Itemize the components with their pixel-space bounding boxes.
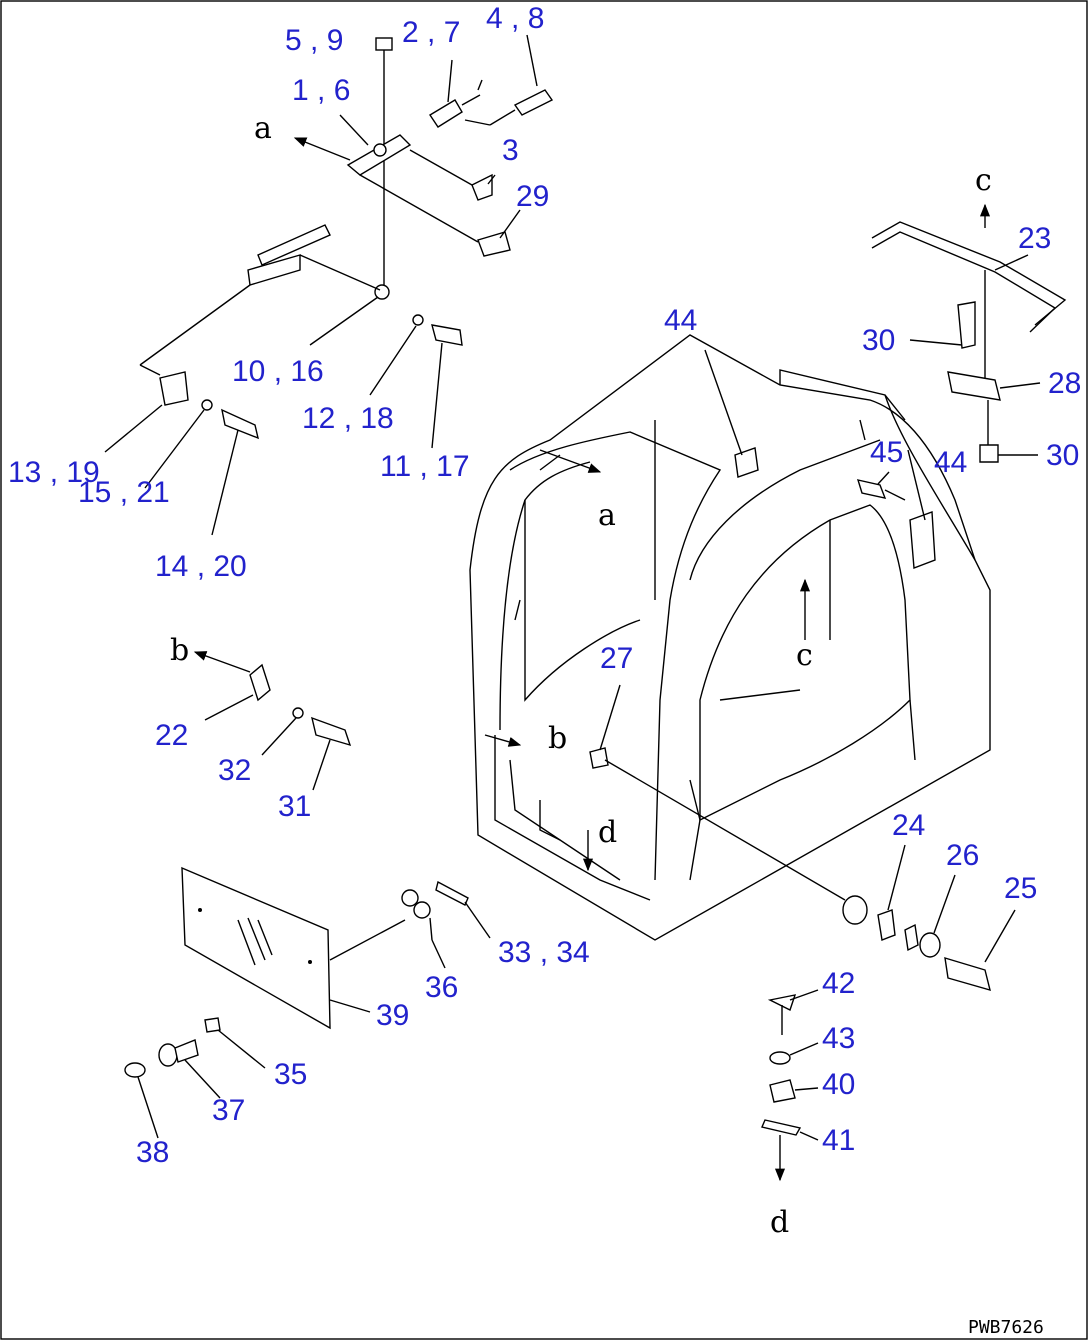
callout-37: 37 [212,1094,245,1127]
callout-25: 25 [1004,872,1037,905]
callout-12-18: 12 , 18 [302,402,394,435]
callout-35: 35 [274,1058,307,1091]
callout-39: 39 [376,999,409,1032]
callout-31: 31 [278,790,311,823]
callout-41: 41 [822,1124,855,1157]
stay-assembly-c [871,203,1067,463]
callout-38: 38 [136,1136,169,1169]
callout-22: 22 [155,719,188,752]
callout-32: 32 [218,754,251,787]
callout-36: 36 [425,971,458,1004]
callout-23: 23 [1018,222,1051,255]
view-letter-c-1: c [975,163,992,198]
cab-body [469,334,991,941]
callout-24: 24 [892,809,925,842]
view-letter-d-1: d [598,815,617,850]
view-letters: a a b b c c d d [170,111,992,1240]
callout-29: 29 [516,180,549,213]
callout-13-19: 13 , 19 [8,456,100,489]
callout-42: 42 [822,967,855,1000]
fastener-stack [761,994,802,1182]
callout-27: 27 [600,642,633,675]
drawing-code: PWB7626 [968,1317,1044,1338]
callout-30-bottom: 30 [1046,439,1079,472]
callout-4-8: 4 , 8 [486,2,544,35]
callout-5-9: 5 , 9 [285,24,343,57]
damper-mount-parts [842,895,991,992]
leader-lines [104,34,1041,1141]
view-letter-d-2: d [770,1205,789,1240]
callout-15-21: 15 , 21 [78,476,170,509]
glass-assembly [124,866,469,1078]
callout-30-top: 30 [862,324,895,357]
view-letter-b-1: b [170,633,189,668]
callout-14-20: 14 , 20 [155,550,247,583]
callout-45: 45 [870,436,903,469]
callout-44-right: 44 [934,446,967,479]
view-letter-a-2: a [598,498,616,533]
callout-28: 28 [1048,367,1081,400]
bracket-parts [484,447,936,901]
callout-labels: 5 , 9 2 , 7 4 , 8 1 , 6 3 29 10 , 16 12 … [8,2,1081,1169]
callout-40: 40 [822,1068,855,1101]
callout-3: 3 [502,134,519,167]
callout-10-16: 10 , 16 [232,355,324,388]
hinge-assembly-b [193,651,352,747]
callout-43: 43 [822,1022,855,1055]
latch-assembly-top [139,37,554,440]
view-letter-b-2: b [548,721,567,756]
view-letter-a-1: a [254,111,272,146]
callout-11-17: 11 , 17 [380,450,470,483]
callout-26: 26 [946,839,979,872]
callout-1-6: 1 , 6 [292,74,350,107]
callout-44-top: 44 [664,304,697,337]
view-letter-c-2: c [796,638,813,673]
callout-33-34: 33 , 34 [498,936,590,969]
callout-2-7: 2 , 7 [402,16,460,49]
